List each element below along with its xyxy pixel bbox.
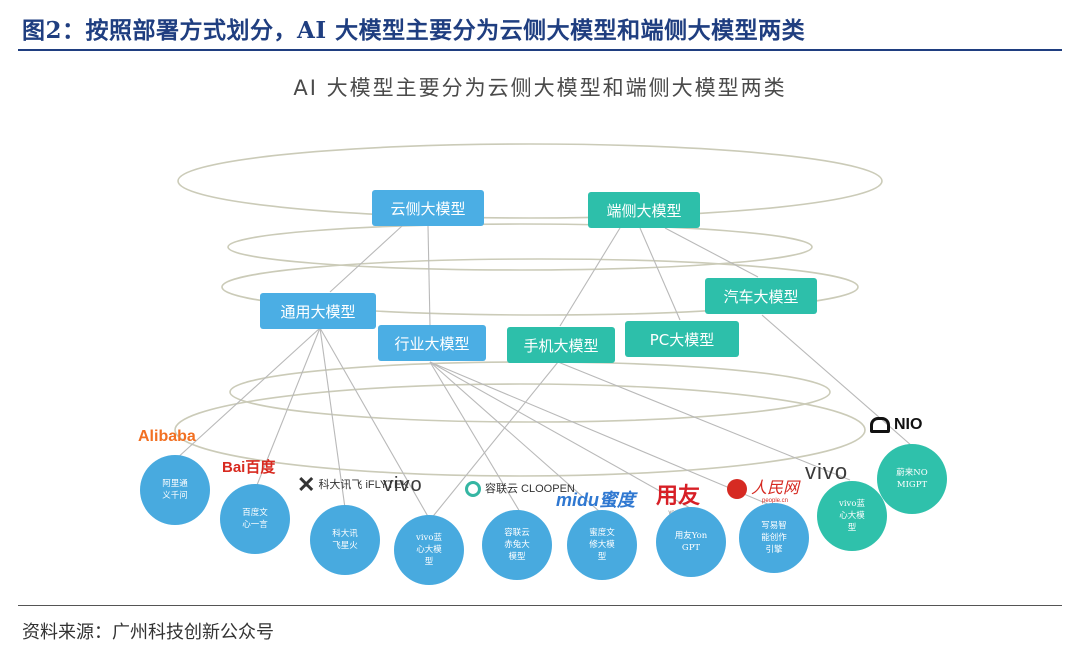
model-circle-people: 写易智能创作引擎: [739, 503, 809, 573]
model-name: 写易智能创作引擎: [761, 521, 787, 555]
vivo-logo-text-2: vivo: [805, 459, 849, 484]
baidu-logo-text: Bai百度: [222, 459, 276, 476]
yonyou-logo-text: 用友: [656, 484, 701, 509]
ring-top: [177, 143, 883, 219]
people-mark-icon: [727, 479, 747, 499]
general-model-node: 通用大模型: [260, 293, 376, 329]
phone-model-node: 手机大模型: [507, 327, 615, 363]
model-name: 百度文心一言: [242, 508, 268, 530]
nio-logo-text: NIO: [894, 416, 923, 433]
model-circle-yonyou: 用友YonGPT: [656, 507, 726, 577]
iflytek-logo: ✕ 科大讯飞 iFLYTEK: [297, 472, 409, 498]
vivo-logo-text: vivo: [383, 474, 423, 496]
model-circle-baidu: 百度文心一言: [220, 484, 290, 554]
people-logo-text: 人民网: [751, 478, 800, 497]
model-circle-cloopen: 容联云赤兔大模型: [482, 510, 552, 580]
model-name: 科大讯飞星火: [332, 529, 358, 551]
ring-upper: [227, 223, 813, 271]
model-circle-iflytek: 科大讯飞星火: [310, 505, 380, 575]
car-model-node: 汽车大模型: [705, 278, 817, 314]
cloopen-logo-text: 容联云 CLOOPEN: [485, 483, 575, 495]
baidu-logo: Bai百度: [222, 456, 275, 477]
model-name: 用友YonGPT: [674, 531, 708, 553]
midu-logo: midu蜜度: [556, 486, 635, 512]
model-name: 容联云赤兔大模型: [504, 528, 530, 562]
edge-model-node: 端侧大模型: [588, 192, 700, 228]
alibaba-logo: Alibaba: [138, 428, 196, 446]
vivo-logo-2: vivo: [805, 459, 848, 485]
model-circle-vivo: vivo蓝心大模型: [394, 515, 464, 585]
nio-logo: NIO: [870, 416, 922, 434]
model-circle-vivo-edge: vivo蓝心大模型: [817, 481, 887, 551]
industry-model-node: 行业大模型: [378, 325, 486, 361]
alibaba-logo-text: Alibaba: [138, 428, 196, 445]
model-circle-midu: 蜜度文修大模型: [567, 510, 637, 580]
model-name: 阿里通义千问: [162, 479, 188, 501]
pc-model-node: PC大模型: [625, 321, 739, 357]
midu-logo-text: midu蜜度: [556, 490, 635, 510]
cloud-model-node: 云侧大模型: [372, 190, 484, 226]
model-name: 蜜度文修大模型: [589, 528, 615, 562]
footer-divider: [18, 605, 1062, 606]
people-logo-sub: people.cn: [761, 498, 789, 504]
iflytek-logo-text: 科大讯飞 iFLYTEK: [318, 479, 409, 491]
people-logo: 人民网 people.cn: [727, 474, 799, 504]
people-logo-group: 人民网 people.cn: [751, 474, 799, 504]
header: 图2：按照部署方式划分，AI 大模型主要分为云侧大模型和端侧大模型两类: [0, 0, 1080, 51]
cloopen-logo: 容联云 CLOOPEN: [465, 481, 575, 497]
ring-middle: [221, 258, 859, 316]
model-name: 蔚来NOMIGPT: [896, 468, 928, 490]
figure-title: 图2：按照部署方式划分，AI 大模型主要分为云侧大模型和端侧大模型两类: [22, 17, 806, 44]
model-name: vivo蓝心大模型: [416, 533, 442, 567]
model-circle-alibaba: 阿里通义千问: [140, 455, 210, 525]
model-name: vivo蓝心大模型: [839, 499, 865, 533]
source-note: 资料来源：广州科技创新公众号: [22, 622, 274, 643]
iflytek-mark-icon: ✕: [297, 472, 316, 497]
nio-mark-icon: [870, 417, 890, 433]
diagram-title: AI 大模型主要分为云侧大模型和端侧大模型两类: [293, 76, 787, 100]
header-divider: [18, 49, 1062, 51]
ring-bottom: [174, 383, 866, 477]
vivo-logo-1: vivo: [383, 474, 423, 497]
model-circle-nio: 蔚来NOMIGPT: [877, 444, 947, 514]
cloopen-mark-icon: [465, 481, 481, 497]
